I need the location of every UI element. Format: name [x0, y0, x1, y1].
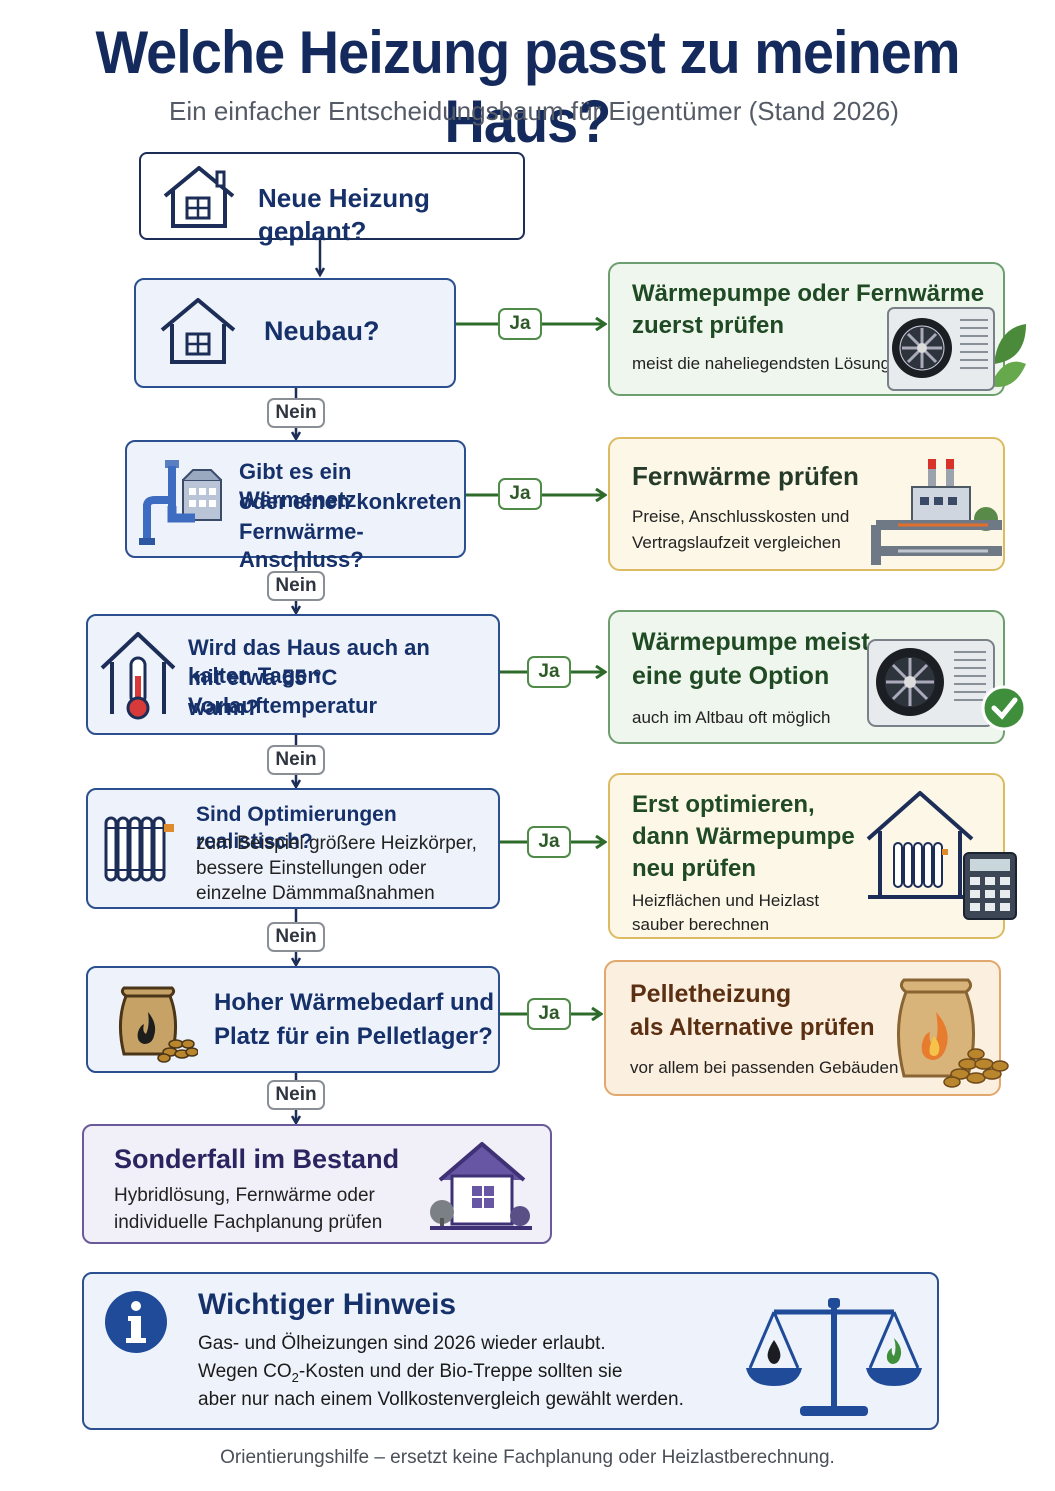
result-node-3: Wärmepumpe meist eine gute Option auch i… — [608, 610, 1026, 744]
result-4-title-line-2: dann Wärmepumpe — [632, 823, 855, 850]
hint-line-2: Wegen CO2-Kosten und der Bio-Treppe soll… — [198, 1358, 622, 1388]
question-node-2: Gibt es ein Wärmenetz oder einen konkret… — [125, 440, 466, 572]
balance-scale-icon — [746, 1298, 922, 1416]
question-2-line-2: oder einen konkreten — [239, 489, 462, 514]
hint-line-2-before: Wegen CO — [198, 1361, 292, 1382]
result-3-desc: auch im Altbau oft möglich — [632, 708, 831, 727]
hint-line-2-subscript: 2 — [291, 1369, 299, 1385]
result-1-desc: meist die naheliegendsten Lösungen — [632, 354, 909, 373]
result-4-desc-line-2: sauber berechnen — [632, 915, 770, 934]
edge-label-yes-3: Ja — [527, 656, 571, 688]
house-icon — [163, 166, 235, 228]
question-4-line-2: bessere Einstellungen oder — [196, 858, 427, 879]
edge-label-yes-1: Ja — [498, 308, 542, 340]
pellet-sack-icon — [119, 986, 198, 1063]
result-4-desc-line-1: Heizflächen und Heizlast — [632, 891, 820, 910]
heat-pump-check-icon — [867, 639, 1026, 731]
hint-line-2-after: -Kosten und der Bio-Treppe sollten sie — [298, 1361, 623, 1382]
pellet-sack-icon — [897, 978, 1009, 1088]
edge-label-yes-2: Ja — [498, 478, 542, 510]
result-2-title: Fernwärme prüfen — [632, 461, 859, 491]
edge-label-yes-5: Ja — [527, 998, 571, 1030]
question-5-line-2: Platz für ein Pelletlager? — [214, 1023, 493, 1050]
fallback-desc-line-2: individuelle Fachplanung prüfen — [114, 1212, 383, 1233]
fallback-node: Sonderfall im Bestand Hybridlösung, Fern… — [82, 1124, 552, 1244]
edge-label-yes-4: Ja — [527, 826, 571, 858]
info-icon — [105, 1291, 167, 1353]
pipe-building-icon — [139, 460, 222, 545]
page-subtitle: Ein einfacher Entscheidungsbaum für Eige… — [169, 96, 899, 126]
result-2-desc-line-1: Preise, Anschlusskosten und — [632, 507, 850, 526]
edge-label-no-4: Nein — [267, 922, 325, 952]
house-icon — [430, 1142, 532, 1230]
result-1-title-line-1: Wärmepumpe oder Fernwärme — [632, 280, 985, 307]
question-3-line-1: Wird das Haus auch an kalten Tagen — [188, 635, 430, 689]
hint-box: Wichtiger Hinweis Gas- und Ölheizungen s… — [82, 1272, 939, 1430]
fallback-desc-line-1: Hybridlösung, Fernwärme oder — [114, 1185, 375, 1206]
hint-title: Wichtiger Hinweis — [198, 1288, 457, 1321]
question-5-line-1: Hoher Wärmebedarf und — [214, 989, 495, 1016]
heat-pump-leaf-icon — [887, 307, 1026, 391]
start-node-label: Neue Heizung geplant? — [258, 183, 430, 247]
question-node-5: Hoher Wärmebedarf und Platz für ein Pell… — [86, 966, 500, 1073]
question-3-line-3: warm? — [188, 695, 259, 720]
result-4-title-line-1: Erst optimieren, — [632, 791, 815, 818]
result-node-5: Pelletheizung als Alternative prüfen vor… — [604, 960, 1009, 1096]
result-3-title-line-2: eine gute Option — [632, 662, 830, 690]
result-node-2: Fernwärme prüfen Preise, Anschlusskosten… — [608, 437, 1005, 571]
footer-disclaimer: Orientierungshilfe – ersetzt keine Fachp… — [220, 1447, 835, 1468]
question-2-line-3: Fernwärme-Anschluss? — [239, 519, 364, 573]
house-thermometer-icon — [100, 632, 176, 720]
result-node-4: Erst optimieren, dann Wärmepumpe neu prü… — [608, 773, 1017, 939]
question-4-line-3: einzelne Dämmmaßnahmen — [196, 883, 435, 904]
house-radiator-calculator-icon — [866, 791, 1017, 920]
start-node: Neue Heizung geplant? — [139, 152, 525, 246]
result-4-title-line-3: neu prüfen — [632, 855, 756, 882]
result-1-title-line-2: zuerst prüfen — [632, 312, 785, 339]
question-4-title: Sind Optimierungen realistisch? — [196, 803, 397, 853]
edge-label-no-2: Nein — [267, 571, 325, 601]
question-1-text: Neubau? — [264, 316, 380, 346]
district-heating-plant-icon — [871, 459, 1002, 565]
edge-label-no-5: Nein — [267, 1080, 325, 1110]
radiator-icon — [104, 816, 174, 882]
hint-line-1: Gas- und Ölheizungen sind 2026 wieder er… — [198, 1333, 606, 1354]
question-node-1: Neubau? — [134, 278, 456, 388]
question-node-4: Sind Optimierungen realistisch? zum Beis… — [86, 788, 500, 909]
edge-label-no-3: Nein — [267, 745, 325, 775]
edge-label-no-1: Nein — [267, 398, 325, 428]
hint-line-3: aber nur nach einem Vollkostenvergleich … — [198, 1389, 684, 1410]
fallback-title: Sonderfall im Bestand — [114, 1144, 400, 1174]
page-title: Welche Heizung passt zu meinem Haus? — [95, 19, 960, 155]
result-5-desc: vor allem bei passenden Gebäuden — [630, 1058, 899, 1077]
result-5-title-line-2: als Alternative prüfen — [630, 1014, 875, 1041]
result-2-desc-line-2: Vertragslaufzeit vergleichen — [632, 533, 841, 552]
question-node-3: Wird das Haus auch an kalten Tagen mit e… — [86, 614, 500, 735]
result-5-title-line-1: Pelletheizung — [630, 980, 792, 1008]
question-3-line-2: mit etwa 55 °C Vorlauftemperatur — [188, 665, 378, 719]
question-4-line-1: zum Beispiel größere Heizkörper, — [196, 833, 477, 854]
house-icon — [160, 298, 236, 364]
question-2-line-1: Gibt es ein Wärmenetz — [239, 459, 357, 513]
result-node-1: Wärmepumpe oder Fernwärme zuerst prüfen … — [608, 262, 1026, 396]
result-3-title-line-1: Wärmepumpe meist — [632, 628, 870, 656]
